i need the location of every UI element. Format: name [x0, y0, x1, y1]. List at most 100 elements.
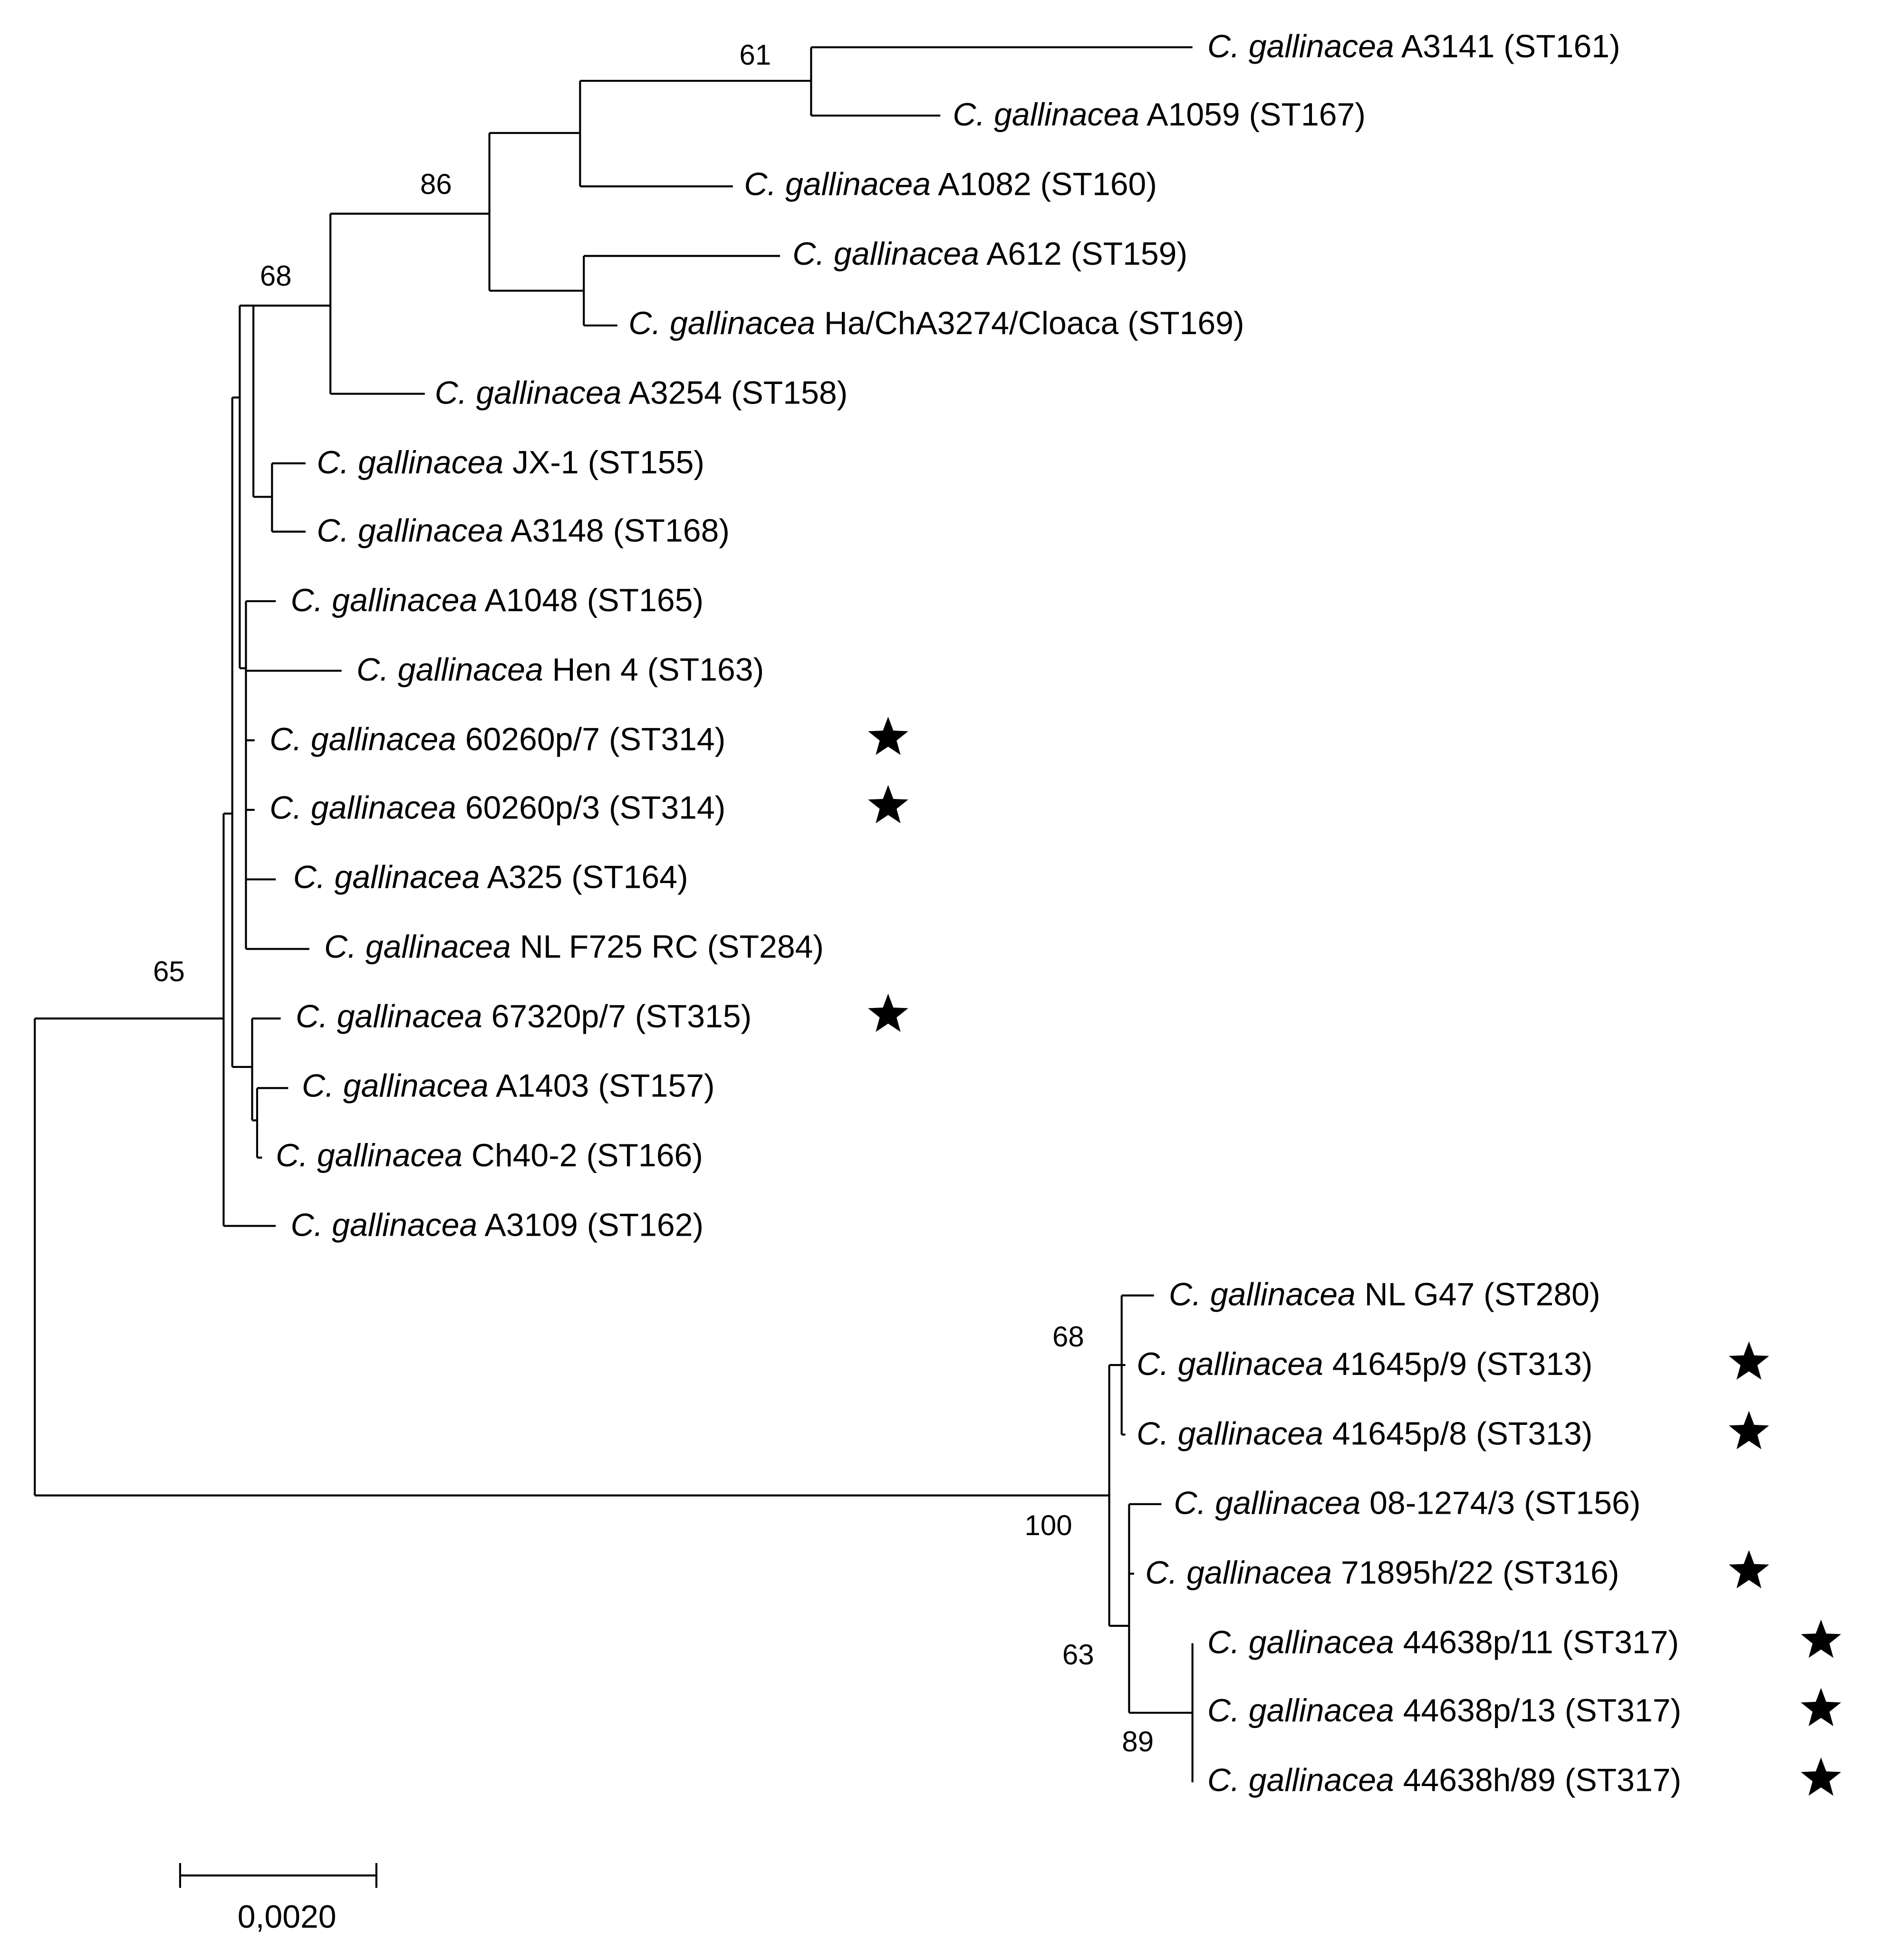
species-name: C. gallinacea	[290, 1207, 477, 1243]
strain-name: 08-1274/3	[1360, 1485, 1515, 1521]
leaf-label: C. gallinacea 41645p/8 (ST313)	[1137, 1415, 1592, 1451]
leaf-label: C. gallinacea 71895h/22 (ST316)	[1145, 1555, 1619, 1591]
leaf-label: C. gallinacea Ch40-2 (ST166)	[276, 1137, 703, 1173]
leaf-label: C. gallinacea A325 (ST164)	[293, 859, 688, 895]
leaf-label: C. gallinacea JX-1 (ST155)	[317, 444, 704, 480]
sequence-type: (ST163)	[638, 652, 764, 688]
species-name: C. gallinacea	[356, 652, 543, 688]
leaf-label: C. gallinacea A3148 (ST168)	[317, 513, 730, 549]
sequence-type: (ST167)	[1240, 96, 1366, 133]
species-name: C. gallinacea	[1169, 1277, 1356, 1313]
species-name: C. gallinacea	[953, 96, 1139, 133]
leaf-label: C. gallinacea A612 (ST159)	[792, 236, 1187, 272]
bootstrap-value: 68	[1052, 1321, 1084, 1353]
leaf-label: C. gallinacea A1048 (ST165)	[290, 582, 703, 618]
tree-branches	[34, 46, 1194, 1783]
star-icon	[1729, 1341, 1769, 1380]
strain-name: 44638p/11	[1394, 1624, 1553, 1660]
species-name: C. gallinacea	[1145, 1555, 1332, 1591]
strain-name: A3141	[1394, 28, 1495, 64]
sequence-type: (ST280)	[1474, 1277, 1600, 1313]
sequence-type: (ST156)	[1515, 1485, 1640, 1521]
sequence-type: (ST317)	[1553, 1624, 1679, 1660]
scale-bar-label: 0,0020	[238, 1899, 337, 1935]
bootstrap-value: 68	[260, 260, 292, 292]
sequence-type: (ST316)	[1493, 1555, 1619, 1591]
leaf-label: C. gallinacea A1082 (ST160)	[744, 166, 1157, 202]
bootstrap-value: 89	[1122, 1726, 1154, 1758]
sequence-type: (ST315)	[626, 998, 751, 1034]
leaf-label: C. gallinacea 44638h/89 (ST317)	[1207, 1762, 1681, 1798]
species-name: C. gallinacea	[1207, 1624, 1394, 1660]
strain-name: A1082	[931, 166, 1031, 202]
leaf-label: C. gallinacea A3109 (ST162)	[290, 1207, 703, 1243]
species-name: C. gallinacea	[317, 513, 503, 549]
star-icon	[1801, 1688, 1841, 1727]
strain-name: A325	[480, 859, 562, 895]
leaf-label: C. gallinacea Ha/ChA3274/Cloaca (ST169)	[628, 305, 1244, 341]
strain-name: 41645p/9	[1323, 1346, 1467, 1382]
bootstrap-value: 61	[739, 39, 771, 71]
leaf-label: C. gallinacea A1059 (ST167)	[953, 96, 1366, 133]
species-name: C. gallinacea	[324, 929, 511, 965]
strain-name: 60260p/7	[456, 721, 600, 758]
sequence-type: (ST164)	[562, 859, 688, 895]
sequence-type: (ST314)	[600, 789, 725, 826]
strain-name: NL G47	[1356, 1277, 1475, 1313]
star-icon	[1729, 1550, 1769, 1588]
leaf-label: C. gallinacea 67320p/7 (ST315)	[296, 998, 751, 1034]
leaf-label: C. gallinacea 60260p/7 (ST314)	[270, 721, 725, 758]
leaf-label: C. gallinacea 44638p/13 (ST317)	[1207, 1692, 1681, 1729]
species-name: C. gallinacea	[1174, 1485, 1360, 1521]
sequence-type: (ST168)	[604, 513, 730, 549]
sequence-type: (ST165)	[578, 582, 703, 618]
strain-name: Hen 4	[543, 652, 638, 688]
strain-name: 41645p/8	[1323, 1415, 1467, 1451]
strain-name: A3254	[621, 375, 722, 411]
star-icon	[1729, 1411, 1769, 1450]
leaf-label: C. gallinacea 08-1274/3 (ST156)	[1174, 1485, 1640, 1521]
strain-name: 67320p/7	[482, 998, 626, 1034]
sequence-type: (ST159)	[1062, 236, 1187, 272]
strain-name: 60260p/3	[456, 789, 600, 826]
species-name: C. gallinacea	[435, 375, 622, 411]
strain-name: Ch40-2	[462, 1137, 578, 1173]
leaf-label: C. gallinacea A1403 (ST157)	[302, 1068, 715, 1104]
species-name: C. gallinacea	[270, 789, 456, 826]
strain-name: 71895h/22	[1332, 1555, 1493, 1591]
strain-name: A1048	[477, 582, 578, 618]
star-icon	[868, 993, 908, 1032]
sequence-type: (ST169)	[1118, 305, 1244, 341]
leaf-label: C. gallinacea Hen 4 (ST163)	[356, 652, 764, 688]
sequence-type: (ST155)	[579, 444, 704, 480]
leaf-label: C. gallinacea A3254 (ST158)	[435, 375, 848, 411]
sequence-type: (ST317)	[1556, 1762, 1681, 1798]
strain-name: A3148	[503, 513, 604, 549]
species-name: C. gallinacea	[1207, 28, 1394, 64]
strain-name: 44638h/89	[1394, 1762, 1556, 1798]
species-name: C. gallinacea	[296, 998, 482, 1034]
strain-name: 44638p/13	[1394, 1692, 1556, 1729]
species-name: C. gallinacea	[290, 582, 477, 618]
sequence-type: (ST313)	[1467, 1415, 1592, 1451]
star-icon	[1801, 1757, 1841, 1796]
leaf-label: C. gallinacea 41645p/9 (ST313)	[1137, 1346, 1592, 1382]
strain-name: NL F725 RC	[511, 929, 698, 965]
bootstrap-value: 86	[420, 168, 452, 200]
sequence-type: (ST314)	[600, 721, 725, 758]
star-icon	[868, 785, 908, 824]
sequence-type: (ST157)	[589, 1068, 714, 1104]
species-name: C. gallinacea	[270, 721, 456, 758]
strain-name: A612	[979, 236, 1062, 272]
scale-bar: 0,0020	[179, 1863, 377, 1935]
leaf-labels: C. gallinacea A3141 (ST161)C. gallinacea…	[270, 28, 1841, 1798]
bootstrap-values: 61 86 68 65 68 100 63 89	[153, 39, 1154, 1758]
bootstrap-value: 63	[1062, 1639, 1094, 1671]
species-name: C. gallinacea	[792, 236, 979, 272]
bootstrap-value: 100	[1024, 1509, 1072, 1541]
sequence-type: (ST158)	[722, 375, 848, 411]
star-icon	[868, 716, 908, 755]
strain-name: A1059	[1139, 96, 1240, 133]
leaf-label: C. gallinacea 44638p/11 (ST317)	[1207, 1624, 1679, 1660]
